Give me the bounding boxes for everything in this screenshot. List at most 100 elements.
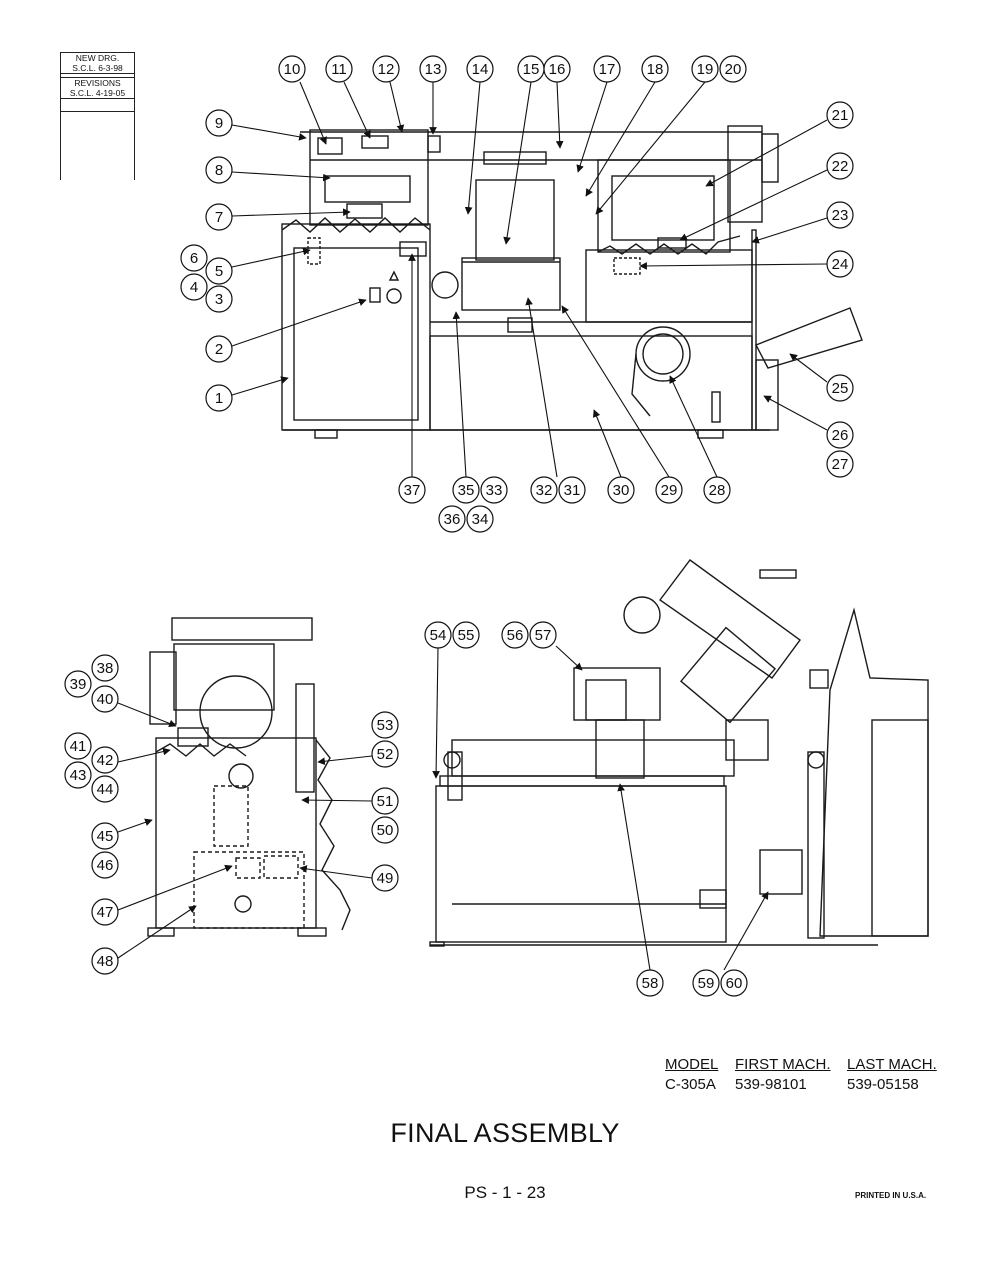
svg-text:41: 41: [70, 738, 87, 755]
svg-text:50: 50: [377, 822, 394, 839]
svg-text:45: 45: [97, 828, 114, 845]
svg-text:39: 39: [70, 676, 87, 693]
callout-58: 58: [636, 969, 664, 997]
svg-text:11: 11: [331, 61, 347, 78]
callout-14: 14: [466, 55, 494, 83]
callout-19: 19: [691, 55, 719, 83]
model-table-header: MODEL FIRST MACH. LAST MACH.: [665, 1056, 950, 1073]
svg-text:4: 4: [190, 279, 198, 296]
last-mach-header: LAST MACH.: [847, 1056, 937, 1073]
svg-text:42: 42: [97, 752, 114, 769]
first-mach-value: 539-98101: [735, 1076, 807, 1093]
callout-16: 16: [543, 55, 571, 83]
svg-text:2: 2: [215, 341, 223, 358]
svg-text:10: 10: [284, 61, 301, 78]
svg-text:18: 18: [647, 61, 664, 78]
revision-row: REVISIONS S.C.L. 4-19-05: [61, 78, 134, 99]
callout-54: 54: [424, 621, 452, 649]
callout-32: 32: [530, 476, 558, 504]
front-view: [281, 125, 863, 439]
callout-41: 41: [64, 732, 92, 760]
callout-35: 35: [452, 476, 480, 504]
svg-text:53: 53: [377, 717, 394, 734]
svg-text:12: 12: [378, 61, 395, 78]
callout-47: 47: [91, 898, 119, 926]
callout-2: 2: [205, 335, 233, 363]
svg-text:58: 58: [642, 975, 659, 992]
svg-text:34: 34: [472, 511, 489, 528]
callout-53: 53: [371, 711, 399, 739]
svg-text:40: 40: [97, 691, 114, 708]
svg-text:35: 35: [458, 482, 475, 499]
svg-text:22: 22: [832, 158, 849, 175]
svg-text:16: 16: [549, 61, 566, 78]
callout-48: 48: [91, 947, 119, 975]
svg-text:28: 28: [709, 482, 726, 499]
callout-17: 17: [593, 55, 621, 83]
svg-text:31: 31: [564, 482, 581, 499]
revision-block: NEW DRG. S.C.L. 6-3-98 REVISIONS S.C.L. …: [60, 52, 135, 180]
printed-note: PRINTED IN U.S.A.: [855, 1191, 927, 1200]
svg-text:23: 23: [832, 207, 849, 224]
drawing-title: FINAL ASSEMBLY: [390, 1118, 620, 1148]
callout-31: 31: [558, 476, 586, 504]
callout-25: 25: [826, 374, 854, 402]
svg-text:27: 27: [832, 456, 849, 473]
revision-text: S.C.L. 4-19-05: [69, 88, 126, 98]
callout-18: 18: [641, 55, 669, 83]
callout-4: 4: [180, 273, 208, 301]
callout-6: 6: [180, 244, 208, 272]
svg-text:20: 20: [725, 61, 742, 78]
svg-text:29: 29: [661, 482, 678, 499]
callout-39: 39: [64, 670, 92, 698]
svg-text:14: 14: [472, 61, 489, 78]
callout-56: 56: [501, 621, 529, 649]
revision-row: NEW DRG. S.C.L. 6-3-98: [61, 52, 134, 74]
callout-10: 10: [278, 55, 306, 83]
callout-46: 46: [91, 851, 119, 879]
callout-26: 26: [826, 421, 854, 449]
callout-55: 55: [452, 621, 480, 649]
svg-text:25: 25: [832, 380, 849, 397]
svg-text:56: 56: [507, 627, 524, 644]
callout-51: 51: [371, 787, 399, 815]
svg-text:1: 1: [215, 390, 223, 407]
model-table-row: C-305A 539-98101 539-05158: [665, 1076, 950, 1093]
callout-42: 42: [91, 746, 119, 774]
svg-text:60: 60: [726, 975, 743, 992]
svg-text:43: 43: [70, 767, 87, 784]
first-mach-header: FIRST MACH.: [735, 1056, 831, 1073]
svg-text:48: 48: [97, 953, 114, 970]
svg-text:17: 17: [599, 61, 616, 78]
callout-15: 15: [517, 55, 545, 83]
callout-27: 27: [826, 450, 854, 478]
svg-text:52: 52: [377, 746, 394, 763]
svg-text:57: 57: [535, 627, 552, 644]
svg-text:21: 21: [832, 107, 849, 124]
svg-text:49: 49: [377, 870, 394, 887]
callout-1: 1: [205, 384, 233, 412]
callout-52: 52: [371, 740, 399, 768]
callout-5: 5: [205, 257, 233, 285]
revision-text: REVISIONS: [74, 78, 121, 88]
callout-60: 60: [720, 969, 748, 997]
svg-text:46: 46: [97, 857, 114, 874]
revision-divider: [61, 74, 134, 78]
svg-text:55: 55: [458, 627, 475, 644]
callout-29: 29: [655, 476, 683, 504]
svg-text:37: 37: [404, 482, 421, 499]
model-table: MODEL FIRST MACH. LAST MACH. C-305A 539-…: [665, 1056, 950, 1093]
side-view: [147, 617, 351, 937]
callout-13: 13: [419, 55, 447, 83]
callout-3: 3: [205, 285, 233, 313]
svg-text:32: 32: [536, 482, 553, 499]
model-header: MODEL: [665, 1056, 719, 1073]
svg-text:44: 44: [97, 781, 114, 798]
svg-text:51: 51: [377, 793, 394, 810]
svg-text:13: 13: [425, 61, 442, 78]
callout-8: 8: [205, 156, 233, 184]
svg-text:3: 3: [215, 291, 223, 308]
callout-40: 40: [91, 685, 119, 713]
svg-text:33: 33: [486, 482, 503, 499]
